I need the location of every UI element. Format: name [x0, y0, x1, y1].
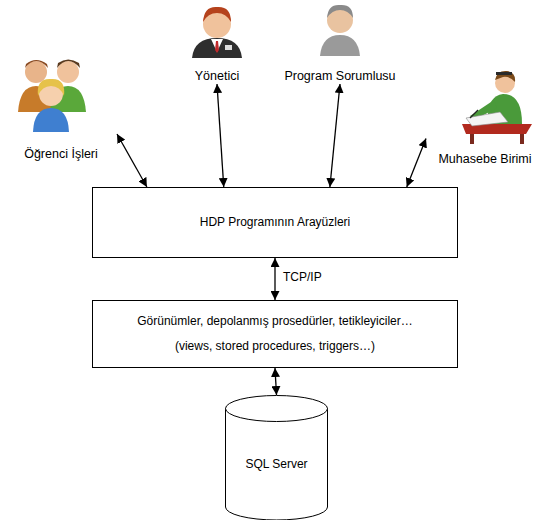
connector-arrow — [117, 134, 147, 187]
actor-node: Muhasebe Birimi — [426, 65, 544, 167]
connector-arrow — [275, 368, 277, 395]
database-cylinder: SQL Server — [225, 395, 328, 520]
connector-arrow — [274, 258, 275, 300]
node-text: HDP Programının Arayüzleri — [200, 215, 351, 231]
node-text: Görünümler, depolanmış prosedürler, teti… — [137, 314, 412, 330]
node-text: SQL Server — [245, 457, 307, 473]
database-objects-box: Görünümler, depolanmış prosedürler, teti… — [92, 300, 458, 368]
actor-node: Öğrenci İşleri — [5, 50, 117, 162]
actor-node: Program Sorumlusu — [272, 0, 408, 84]
connector-arrow — [407, 138, 426, 187]
program-officer-icon — [320, 5, 360, 56]
edge-label: TCP/IP — [281, 270, 324, 284]
manager-icon — [192, 7, 242, 58]
accounting-icon — [462, 71, 532, 144]
actor-node: Yönetici — [172, 0, 262, 84]
students-icon — [18, 60, 86, 133]
node-text: Program Sorumlusu — [284, 68, 395, 84]
cylinder-body — [226, 408, 328, 520]
node-text: Muhasebe Birimi — [438, 151, 531, 167]
node-text: Yönetici — [195, 68, 239, 84]
connector-arrow — [217, 84, 224, 187]
connector-arrow — [330, 84, 340, 187]
cylinder-top — [226, 396, 328, 422]
interface-box: HDP Programının Arayüzleri — [92, 187, 458, 258]
node-text: (views, stored procedures, triggers…) — [175, 339, 375, 355]
node-text: Öğrenci İşleri — [24, 146, 98, 162]
